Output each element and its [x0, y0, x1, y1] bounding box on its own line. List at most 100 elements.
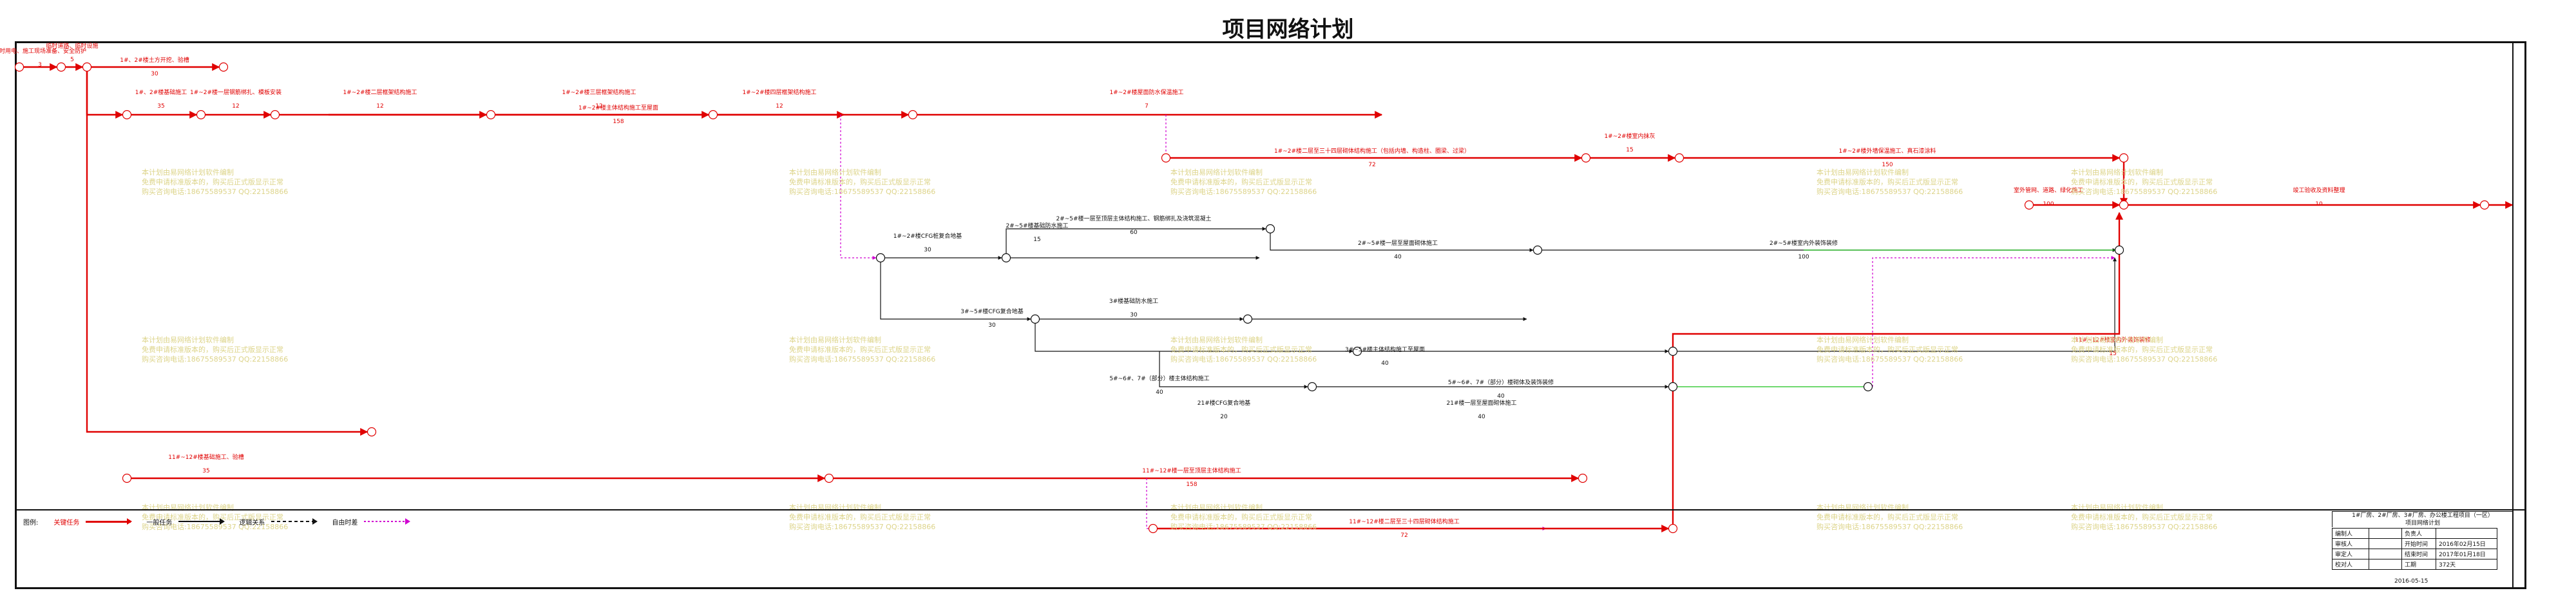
- task-label: 5#~6#、7#（部分）楼砌体及装饰装修: [1448, 378, 1554, 386]
- event-node: [1001, 253, 1011, 263]
- legend-float-swatch: [364, 518, 411, 525]
- event-node: [1668, 382, 1678, 392]
- watermark-line: 购买咨询电话:18675589537 QQ:22158866: [142, 523, 289, 531]
- critical-arrow: [1672, 211, 2123, 529]
- task-duration: 40: [1497, 393, 1505, 400]
- tb-cell: [2436, 528, 2497, 539]
- event-node: [1352, 346, 1362, 356]
- watermark-line: 免费申请标准版本的，购买后正式版显示正常: [1817, 513, 1958, 521]
- legend-prefix: 图例:: [23, 519, 39, 527]
- task-label: 5#~6#、7#（部分）楼主体结构施工: [1109, 374, 1209, 382]
- watermark-line: 本计划由易网络计划软件编制: [1817, 168, 1909, 177]
- task-label: 1#~2#楼二层至三十四层砌体结构施工（包括内墙、构造柱、圈梁、过梁）: [1274, 147, 1470, 155]
- watermark-text: 本计划由易网络计划软件编制免费申请标准版本的，购买后正式版显示正常购买咨询电话:…: [1817, 168, 1963, 197]
- tb-cell: [2369, 559, 2402, 570]
- title-block-date: 2016-05-15: [2394, 578, 2428, 585]
- watermark-line: 本计划由易网络计划软件编制: [142, 168, 234, 177]
- task-duration: 100: [1798, 254, 1809, 260]
- watermark-line: 本计划由易网络计划软件编制: [1170, 503, 1263, 512]
- watermark-text: 本计划由易网络计划软件编制免费申请标准版本的，购买后正式版显示正常购买咨询电话:…: [142, 168, 288, 197]
- task-arrow: [1035, 319, 1353, 353]
- event-node: [1307, 382, 1317, 392]
- watermark-line: 本计划由易网络计划软件编制: [1817, 503, 1909, 512]
- watermark-line: 本计划由易网络计划软件编制: [789, 336, 881, 344]
- title-block-project: 1#厂房、2#厂房、3#厂房、办公楼工程项目（一区）: [2352, 512, 2494, 519]
- watermark-line: 本计划由易网络计划软件编制: [142, 336, 234, 344]
- task-duration: 158: [1186, 481, 1197, 488]
- event-node: [2024, 200, 2034, 210]
- event-node: [875, 253, 886, 263]
- event-node: [708, 110, 718, 120]
- task-duration: 35: [157, 103, 164, 110]
- watermark-line: 免费申请标准版本的，购买后正式版显示正常: [2071, 513, 2213, 521]
- task-duration: 150: [1882, 162, 1893, 168]
- watermark-line: 免费申请标准版本的，购买后正式版显示正常: [1817, 178, 1958, 186]
- title-block-row: 审定人 结束时间 2017年01月18日: [2332, 549, 2497, 559]
- watermark-line: 本计划由易网络计划软件编制: [2071, 168, 2163, 177]
- watermark-line: 免费申请标准版本的，购买后正式版显示正常: [1170, 513, 1312, 521]
- watermark-line: 免费申请标准版本的，购买后正式版显示正常: [1170, 345, 1312, 354]
- legend-divider: [17, 509, 2525, 510]
- watermark-line: 免费申请标准版本的，购买后正式版显示正常: [142, 345, 283, 354]
- tb-cell: 2017年01月18日: [2436, 549, 2497, 559]
- task-duration: 3: [38, 62, 42, 68]
- task-arrow: [1673, 257, 2117, 352]
- watermark-text: 本计划由易网络计划软件编制免费申请标准版本的，购买后正式版显示正常购买咨询电话:…: [142, 503, 288, 532]
- task-label: 3#~5#楼主体结构施工至屋面: [1345, 345, 1425, 353]
- watermark-line: 购买咨询电话:18675589537 QQ:22158866: [1817, 355, 1963, 364]
- task-duration: 12: [376, 103, 383, 110]
- task-duration: 35: [202, 468, 209, 474]
- task-duration: 12: [776, 103, 783, 110]
- watermark-text: 本计划由易网络计划软件编制免费申请标准版本的，购买后正式版显示正常购买咨询电话:…: [1817, 503, 1963, 532]
- title-block-row: 审核人 开始时间 2016年02月15日: [2332, 538, 2497, 549]
- task-duration: 40: [1381, 360, 1389, 367]
- legend-normal-swatch: [178, 518, 225, 525]
- watermark-line: 本计划由易网络计划软件编制: [2071, 503, 2163, 512]
- legend-float-label: 自由时差: [332, 519, 358, 527]
- task-label: 11#~12#楼基础施工、验槽: [168, 453, 244, 461]
- watermark-line: 本计划由易网络计划软件编制: [1170, 336, 1263, 344]
- watermark-line: 购买咨询电话:18675589537 QQ:22158866: [2071, 188, 2218, 196]
- task-label: 临时道路、临时设施: [46, 42, 98, 50]
- watermark-line: 购买咨询电话:18675589537 QQ:22158866: [2071, 355, 2218, 364]
- event-node: [1148, 523, 1158, 534]
- tb-cell: [2369, 549, 2402, 559]
- legend-normal-label: 一般任务: [146, 519, 173, 527]
- frame-divider: [2512, 41, 2514, 589]
- event-node: [2119, 153, 2129, 163]
- task-duration: 15: [2109, 351, 2116, 357]
- task-label: 1#~2#楼室内抹灰: [1604, 132, 1655, 140]
- watermark-line: 购买咨询电话:18675589537 QQ:22158866: [1817, 523, 1963, 531]
- event-node: [1581, 153, 1591, 163]
- task-duration: 30: [988, 322, 996, 329]
- event-node: [1532, 245, 1543, 255]
- event-node: [1668, 523, 1678, 534]
- event-node: [1578, 473, 1588, 483]
- watermark-text: 本计划由易网络计划软件编制免费申请标准版本的，购买后正式版显示正常购买咨询电话:…: [789, 503, 935, 532]
- event-node: [122, 110, 132, 120]
- legend: 图例: 关键任务 一般任务 逻辑关系 自由时差: [23, 514, 411, 529]
- title-block-table: 编制人 负责人 审核人 开始时间 2016年02月15日 审定人 结束时间 20…: [2332, 528, 2497, 570]
- watermark-line: 购买咨询电话:18675589537 QQ:22158866: [2071, 523, 2218, 531]
- watermark-line: 免费申请标准版本的，购买后正式版显示正常: [2071, 178, 2213, 186]
- task-duration: 30: [1130, 312, 1138, 318]
- event-node: [2479, 200, 2490, 210]
- event-node: [1243, 314, 1253, 324]
- watermark-line: 购买咨询电话:18675589537 QQ:22158866: [1170, 523, 1317, 531]
- watermark-line: 免费申请标准版本的，购买后正式版显示正常: [789, 178, 931, 186]
- event-node: [122, 473, 132, 483]
- legend-critical-label: 关键任务: [53, 519, 80, 527]
- page-title: 项目网络计划: [1222, 17, 1354, 43]
- tb-cell: 开始时间: [2401, 538, 2436, 549]
- task-duration: 100: [2043, 201, 2054, 208]
- tb-cell: 372天: [2436, 559, 2497, 570]
- legend-critical-swatch: [86, 518, 133, 525]
- tb-cell: 工期: [2401, 559, 2436, 570]
- float-arrow: [840, 115, 877, 260]
- task-label: 2#~5#楼基础防水施工: [1006, 222, 1068, 229]
- task-label: 1#~2#楼屋面防水保温施工: [1109, 88, 1183, 96]
- task-duration: 7: [1145, 103, 1149, 110]
- task-duration: 72: [1400, 532, 1407, 539]
- event-node: [908, 110, 918, 120]
- event-node: [196, 110, 206, 120]
